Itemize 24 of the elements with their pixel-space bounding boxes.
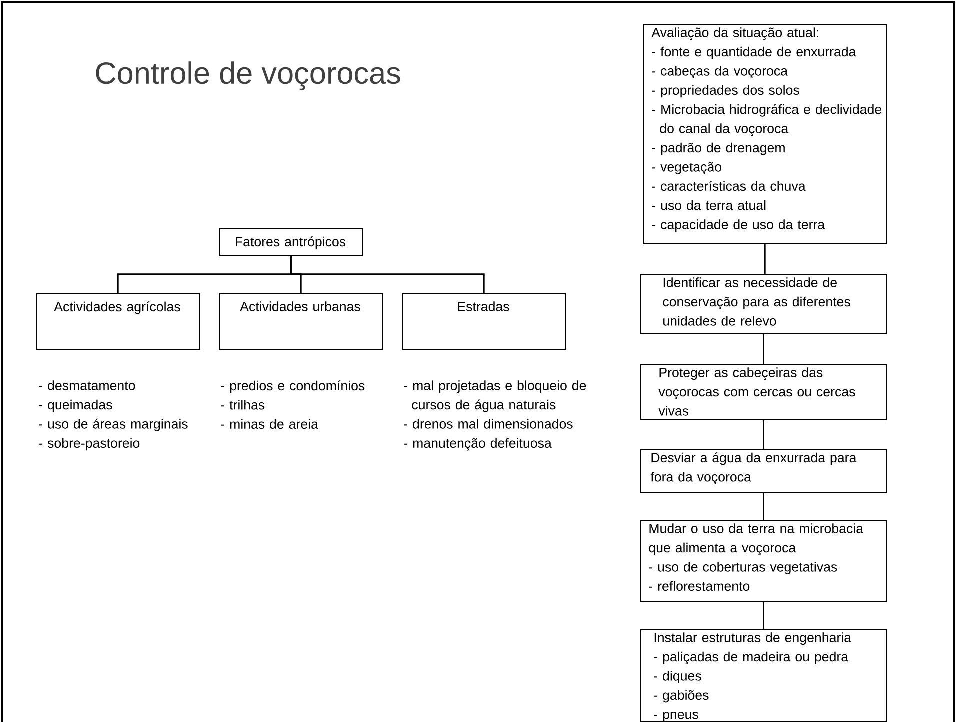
category-box: Actividades urbanas bbox=[219, 293, 384, 350]
connector-line bbox=[290, 256, 485, 293]
node-label: - sobre-pastoreio bbox=[39, 438, 140, 451]
connector-line bbox=[763, 602, 764, 629]
connector-line bbox=[763, 493, 764, 520]
bullet-list: - predios e condomínios - trilhas - minas de areia bbox=[221, 380, 365, 429]
step-box: Avaliação da situação atual: - fonte e quantidade de enxurrada - cabeças da voçoroca - propriedades dos solos - Microbacia hidrográfica e declividade do canal da voçoroca - padrão de drenagem - vegetação - características da chuva - uso da terra atual - capacidade de uso da terra bbox=[643, 24, 888, 244]
category-box: Fatores antrópicos bbox=[219, 228, 364, 256]
connector-line bbox=[763, 420, 764, 449]
category-box: Actividades agrícolas bbox=[36, 293, 200, 350]
step-box: Proteger as cabeçeiras das voçorocas com cercas ou cercas vivas bbox=[640, 364, 888, 420]
category-box: Estradas bbox=[402, 293, 566, 350]
connector-line bbox=[763, 334, 764, 364]
step-box: Instalar estruturas de engenharia - paliçadas de madeira ou pedra - diques - gabiões - pneus bbox=[640, 629, 888, 722]
title: Controle de voçorocas bbox=[96, 62, 400, 90]
step-box: Mudar o uso da terra na microbacia que alimenta a voçoroca - uso de coberturas vegetativas - reflorestamento bbox=[640, 520, 888, 602]
node-label: - queimadas bbox=[39, 400, 112, 412]
connector-line bbox=[764, 244, 766, 274]
step-box: Identificar as necessidade de conservação para as diferentes unidades de relevo bbox=[640, 274, 888, 334]
bullet-list: - mal projetadas e bloqueio de cursos de água naturais - drenos mal dimensionados - manutenção defeituosa bbox=[404, 380, 586, 451]
node-label: - uso de áreas marginais bbox=[39, 418, 188, 432]
step-box: Desviar a água da enxurrada para fora da voçoroca bbox=[640, 449, 888, 494]
bullet-list: - desmatamento - queimadas - uso de áreas marginais - sobre-pastoreio bbox=[39, 380, 188, 451]
node-label: - desmatamento bbox=[39, 380, 136, 390]
